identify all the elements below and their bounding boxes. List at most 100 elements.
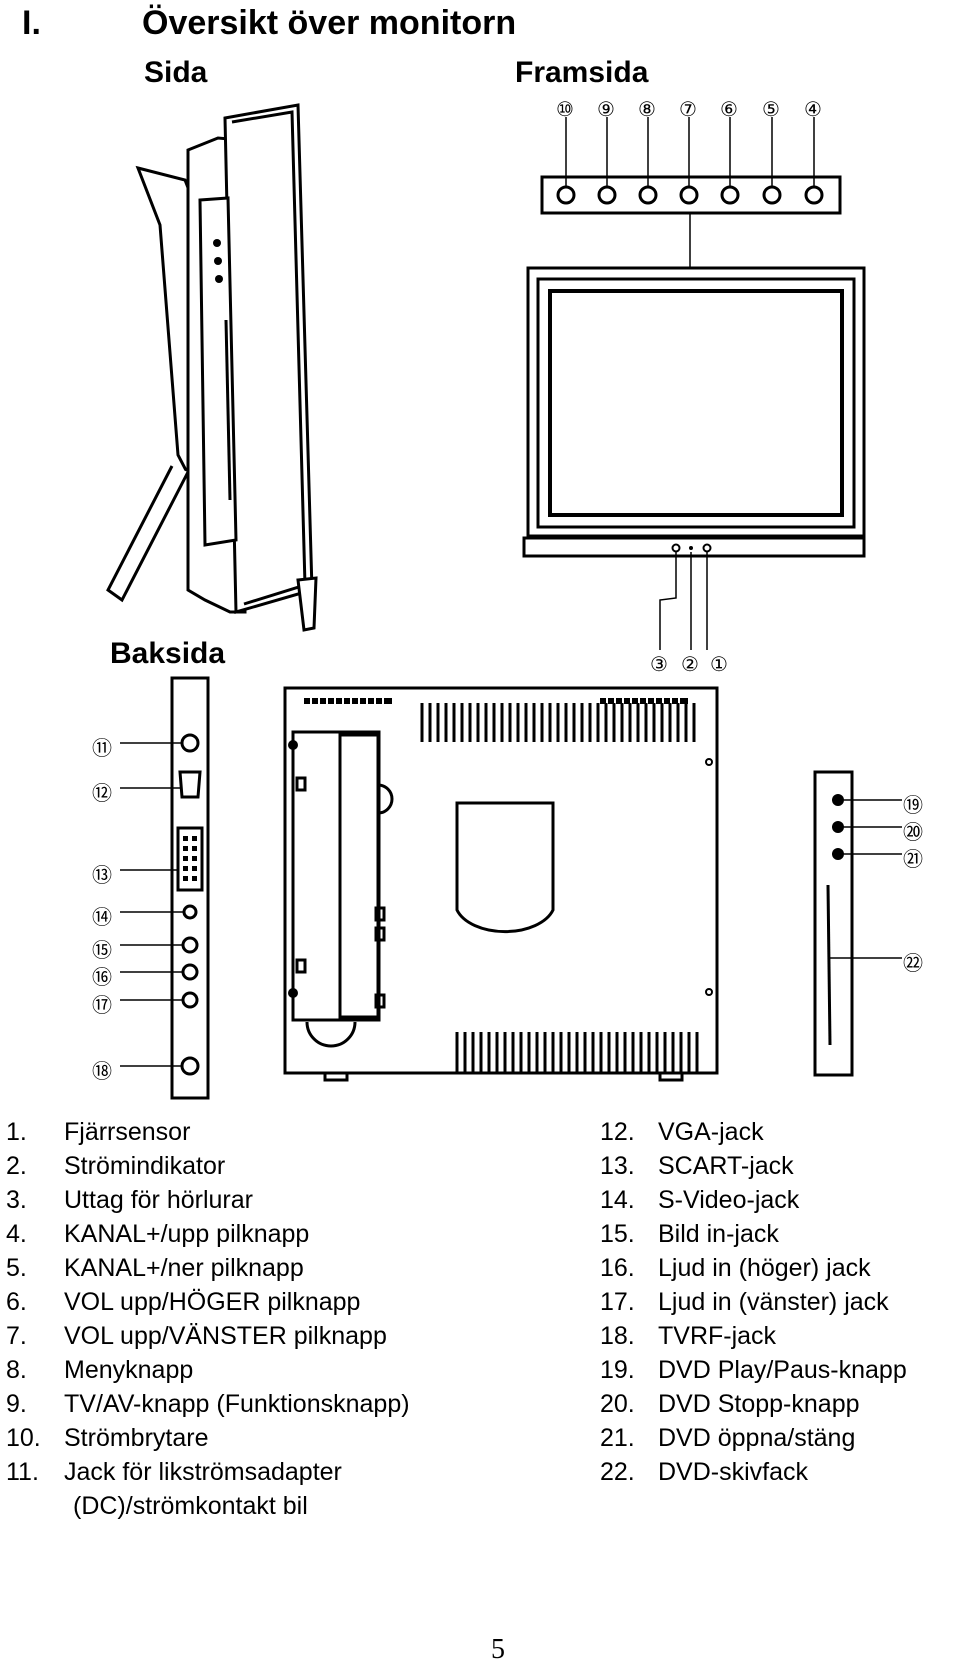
callout-10: ⑩ [556,99,574,121]
legend-number: 11. [6,1458,39,1486]
page-number: 5 [491,1634,505,1665]
back-view-label: Baksida [110,637,226,670]
legend-number: 17. [600,1288,635,1316]
legend-text: Bild in-jack [658,1220,779,1248]
legend-text: DVD Play/Paus-knapp [658,1356,907,1384]
legend-number: 7. [6,1322,27,1350]
callout-9: ⑨ [597,99,615,121]
legend-item: 1. Fjärrsensor [6,1115,486,1149]
legend-item: 6. VOL upp/HÖGER pilknapp [6,1285,486,1319]
legend-text: Strömbrytare [64,1424,209,1452]
legend-number: 4. [6,1220,27,1248]
callout-13: ⑬ [92,865,112,887]
callout-8: ⑧ [638,99,656,121]
legend-number: 12. [600,1118,635,1146]
callout-21: ㉑ [903,849,923,871]
legend-text: DVD Stopp-knapp [658,1390,860,1418]
legend-item: 8. Menyknapp [6,1353,486,1387]
front-view-label: Framsida [515,56,649,89]
callout-3: ③ [650,654,668,676]
legend-text: Menyknapp [64,1356,194,1384]
legend-text: Jack för likströmsadapter [64,1458,342,1486]
legend-item: 10. Strömbrytare [6,1421,486,1455]
callout-16: ⑯ [92,967,112,989]
legend-item: 17. Ljud in (vänster) jack [600,1285,955,1319]
legend-number: 8. [6,1356,27,1384]
legend-item: 19. DVD Play/Paus-knapp [600,1353,955,1387]
legend-number: 16. [600,1254,635,1282]
legend-text: DVD-skivfack [658,1458,809,1486]
callout-11: ⑪ [92,738,112,760]
callout-15: ⑮ [92,940,112,962]
legend-text: (DC)/strömkontakt bil [73,1492,308,1520]
legend-text: VOL upp/VÄNSTER pilknapp [64,1322,387,1350]
callout-6: ⑥ [720,99,738,121]
monitor-diagram [106,103,902,1100]
legend-item: 15. Bild in-jack [600,1217,955,1251]
callout-18: ⑱ [92,1061,112,1083]
legend-text: SCART-jack [658,1152,794,1180]
legend-text: TV/AV-knapp (Funktionsknapp) [64,1390,410,1418]
legend-item: 7. VOL upp/VÄNSTER pilknapp [6,1319,486,1353]
legend-item: (DC)/strömkontakt bil [6,1489,486,1523]
back-body-drawing [283,686,719,1082]
legend-number: 18. [600,1322,635,1350]
legend-text: TVRF-jack [658,1322,777,1350]
legend-item: 12. VGA-jack [600,1115,955,1149]
legend-number: 3. [6,1186,27,1214]
legend-item: 11. Jack för likströmsadapter [6,1455,486,1489]
legend-text: Ljud in (höger) jack [658,1254,871,1282]
legend-item: 2. Strömindikator [6,1149,486,1183]
legend-text: KANAL+/ner pilknapp [64,1254,304,1282]
legend-item: 16. Ljud in (höger) jack [600,1251,955,1285]
legend-item: 13. SCART-jack [600,1149,955,1183]
callout-7: ⑦ [679,99,697,121]
legend-number: 6. [6,1288,27,1316]
legend-item: 4. KANAL+/upp pilknapp [6,1217,486,1251]
side-view-label: Sida [144,56,208,89]
legend-text: Ljud in (vänster) jack [658,1288,889,1316]
callout-19: ⑲ [903,795,923,817]
legend-text: Uttag för hörlurar [64,1186,253,1214]
legend-number: 2. [6,1152,27,1180]
back-right-panel-drawing [813,770,902,1077]
legend-number: 13. [600,1152,635,1180]
legend-number: 10. [6,1424,41,1452]
callout-17: ⑰ [92,995,112,1017]
legend-number: 19. [600,1356,635,1384]
callout-22: ㉒ [903,953,923,975]
legend-item: 5.KANAL+/ner pilknapp [6,1251,486,1285]
legend-number: 1. [6,1118,27,1146]
legend-number: 21. [600,1424,635,1452]
legend-item: 20. DVD Stopp-knapp [600,1387,955,1421]
back-left-panel-drawing [120,676,210,1100]
legend-number: 15. [600,1220,635,1248]
front-view-drawing [522,117,866,650]
legend-item: 22. DVD-skivfack [600,1455,955,1489]
legend-number: 22. [600,1458,635,1486]
legend-text: Fjärrsensor [64,1118,191,1146]
callout-14: ⑭ [92,907,112,929]
legend-text: S-Video-jack [658,1186,800,1214]
callout-12: ⑫ [92,783,112,805]
legend-number: 20. [600,1390,635,1418]
legend-item: 9.TV/AV-knapp (Funktionsknapp) [6,1387,486,1421]
legend-text: Strömindikator [64,1152,226,1180]
section-title: Översikt över monitorn [142,4,517,42]
section-number: I. [22,4,41,42]
callout-20: ⑳ [903,822,923,844]
legend-text: VOL upp/HÖGER pilknapp [64,1288,361,1316]
legend-text: VGA-jack [658,1118,764,1146]
legend-number: 14. [600,1186,635,1214]
legend-item: 21. DVD öppna/stäng [600,1421,955,1455]
legend-text: DVD öppna/stäng [658,1424,856,1452]
legend-text: KANAL+/upp pilknapp [64,1220,310,1248]
callout-1: ① [710,654,728,676]
legend-item: 18. TVRF-jack [600,1319,955,1353]
callout-5: ⑤ [762,99,780,121]
legend-item: 3. Uttag för hörlurar [6,1183,486,1217]
legend-item: 14. S-Video-jack [600,1183,955,1217]
side-view-drawing [106,103,318,632]
callout-2: ② [681,654,699,676]
callout-4: ④ [804,99,822,121]
